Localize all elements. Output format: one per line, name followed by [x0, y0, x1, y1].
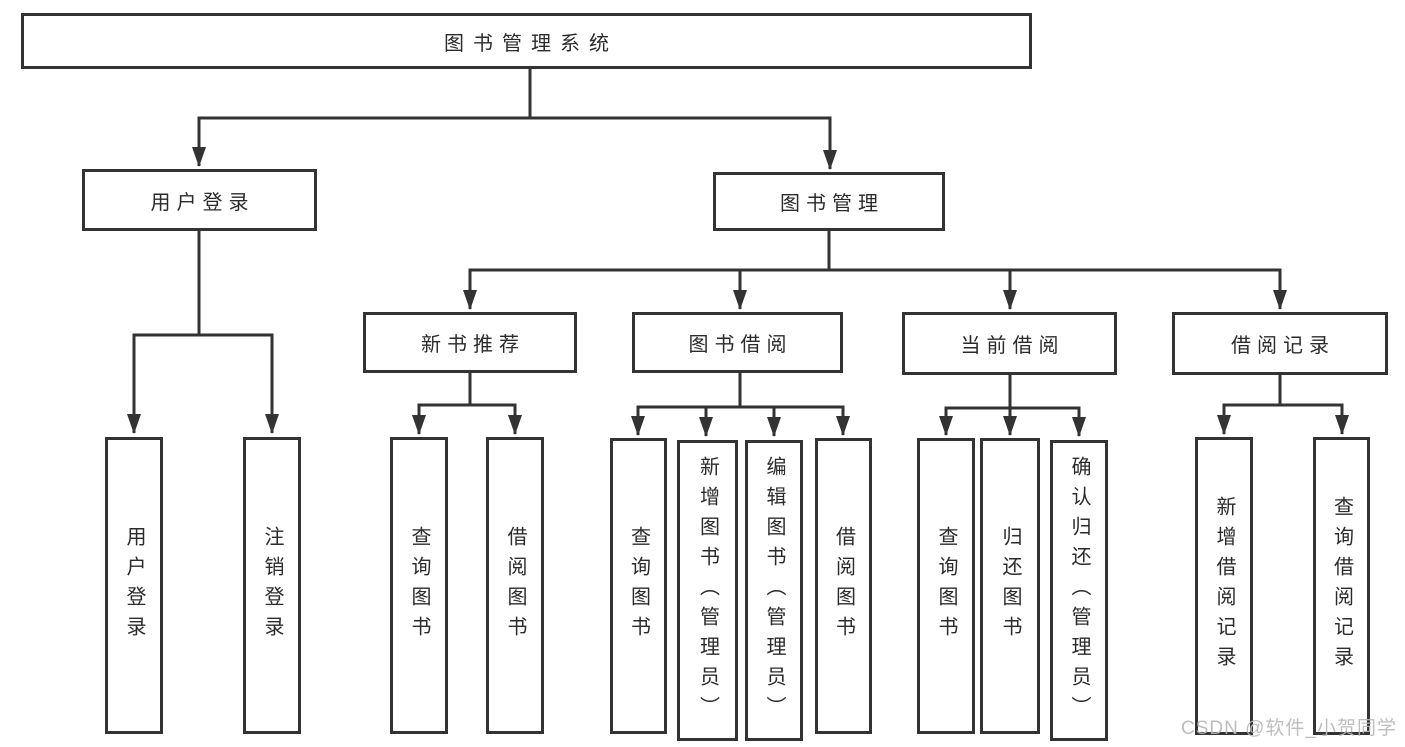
node-book-borrowing: 图书借阅: [632, 312, 843, 373]
leaf-edit-book-admin-label: 编辑图书（管理员）: [763, 455, 785, 726]
leaf-edit-book-admin: 编辑图书（管理员）: [745, 440, 803, 741]
leaf-return-book-label: 归还图书: [999, 526, 1021, 646]
leaf-query-books-borrowing: 查询图书: [610, 438, 667, 734]
leaf-add-borrow-record: 新增借阅记录: [1195, 437, 1253, 735]
leaf-logout: 注销登录: [243, 437, 301, 734]
leaf-borrow-books-recommend: 借阅图书: [486, 437, 544, 734]
node-user-login-label: 用户登录: [150, 191, 255, 214]
leaf-return-book: 归还图书: [980, 438, 1040, 734]
leaf-query-borrow-record: 查询借阅记录: [1313, 437, 1370, 735]
leaf-query-borrow-record-label: 查询借阅记录: [1330, 496, 1353, 676]
leaf-logout-label: 注销登录: [261, 525, 283, 646]
leaf-query-books-recommend-label: 查询图书: [408, 525, 430, 646]
node-library-system: 图书管理系统: [21, 13, 1032, 69]
leaf-borrow-books-recommend-label: 借阅图书: [504, 525, 526, 646]
leaf-user-login: 用户登录: [105, 437, 163, 734]
leaf-add-book-admin-label: 新增图书（管理员）: [696, 455, 719, 726]
leaf-query-books-borrowing-label: 查询图书: [627, 526, 650, 646]
node-library-system-label: 图书管理系统: [444, 32, 618, 55]
leaf-borrow-books: 借阅图书: [815, 438, 872, 734]
leaf-query-books-recommend: 查询图书: [390, 437, 448, 734]
leaf-confirm-return-admin: 确认归还（管理员）: [1050, 440, 1108, 741]
node-current-borrowing: 当前借阅: [902, 312, 1117, 375]
node-current-borrowing-label: 当前借阅: [960, 335, 1065, 357]
leaf-add-book-admin: 新增图书（管理员）: [677, 440, 738, 741]
node-book-management: 图书管理: [713, 172, 945, 231]
watermark: CSDN @软件_小贺同学: [1181, 718, 1397, 739]
leaf-borrow-books-label: 借阅图书: [832, 526, 855, 646]
node-borrowing-records-label: 借阅记录: [1231, 335, 1335, 357]
leaf-query-books-current-label: 查询图书: [935, 526, 957, 646]
node-borrowing-records: 借阅记录: [1172, 312, 1388, 375]
node-book-borrowing-label: 图书借阅: [688, 334, 793, 356]
node-book-management-label: 图书管理: [780, 193, 884, 215]
leaf-query-books-current: 查询图书: [917, 438, 975, 734]
node-user-login: 用户登录: [82, 169, 317, 231]
leaf-add-borrow-record-label: 新增借阅记录: [1213, 496, 1235, 676]
leaf-confirm-return-admin-label: 确认归还（管理员）: [1068, 455, 1090, 726]
node-new-book-recommendation-label: 新书推荐: [421, 334, 525, 356]
node-new-book-recommendation: 新书推荐: [363, 312, 577, 373]
leaf-user-login-label: 用户登录: [123, 525, 145, 646]
